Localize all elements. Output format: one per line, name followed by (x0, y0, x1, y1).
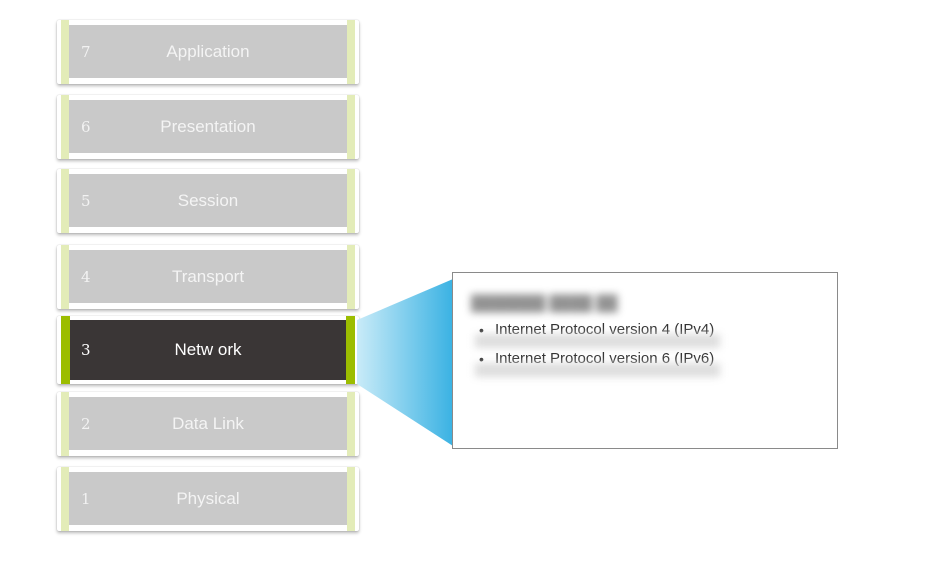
layer-number: 3 (81, 341, 91, 359)
layer-accent-bar-right (347, 245, 355, 309)
layer-accent-bar-right (347, 169, 355, 233)
layer-name: Physical (176, 489, 240, 508)
layer-accent-bar-left (61, 245, 69, 309)
layer-5-session: 5 Session (57, 169, 359, 233)
layer-accent-bar-right (347, 20, 355, 84)
layer-7-application: 7 Application (57, 20, 359, 84)
layer-accent-bar-left (61, 169, 69, 233)
layer-number: 1 (81, 490, 91, 508)
list-item: • Internet Protocol version 6 (IPv6) (475, 348, 721, 377)
layer-6-presentation: 6 Presentation (57, 95, 359, 159)
layer-face (62, 320, 354, 380)
protocol-name: Internet Protocol version 4 (IPv4) (495, 321, 715, 338)
layer-name: Presentation (160, 117, 256, 136)
layer-name: Transport (171, 267, 245, 286)
layer-4-transport: 4 Transport (57, 245, 359, 309)
layer-number: 5 (81, 192, 91, 210)
layer-accent-bar-right (347, 95, 355, 159)
text-obscure-overlay (475, 334, 721, 348)
layer-face (62, 100, 354, 153)
bullet-icon: • (479, 351, 484, 367)
layer-accent-bar-right (347, 392, 355, 456)
text-obscure-overlay (475, 363, 721, 377)
layer-accent-bar-left (61, 392, 69, 456)
callout-beam-shape (357, 279, 453, 446)
bullet-icon: • (479, 322, 484, 338)
layer-number: 4 (81, 268, 91, 286)
layer-number: 6 (81, 118, 91, 136)
detail-title-obscured: ███████ ████ ██ (471, 295, 618, 312)
layer-2-data-link: 2 Data Link (57, 392, 359, 456)
protocol-list: • Internet Protocol version 4 (IPv4) • I… (475, 319, 721, 377)
layer-accent-bar-right (346, 316, 355, 384)
layer-accent-bar-left (61, 95, 69, 159)
layer-face (62, 472, 354, 525)
layer-name: Netw ork (174, 340, 242, 359)
list-item: • Internet Protocol version 4 (IPv4) (475, 319, 721, 348)
layer-accent-bar-left (61, 467, 69, 531)
layer-name: Application (166, 42, 250, 61)
protocol-name: Internet Protocol version 6 (IPv6) (495, 350, 715, 367)
layer-accent-bar-right (347, 467, 355, 531)
layer-face (62, 25, 354, 78)
layer-number: 7 (81, 43, 91, 61)
layer-face (62, 250, 354, 303)
layer-3-network: 3 Netw ork (57, 316, 359, 384)
layer-accent-bar-left (61, 20, 69, 84)
layer-name: Session (177, 191, 239, 210)
layer-1-physical: 1 Physical (57, 467, 359, 531)
layer-face (62, 397, 354, 450)
layer-accent-bar-left (61, 316, 70, 384)
layer-name: Data Link (172, 414, 244, 433)
layer-number: 2 (81, 415, 91, 433)
network-detail-panel: ███████ ████ ██ • Internet Protocol vers… (452, 272, 838, 449)
layer-face (62, 174, 354, 227)
